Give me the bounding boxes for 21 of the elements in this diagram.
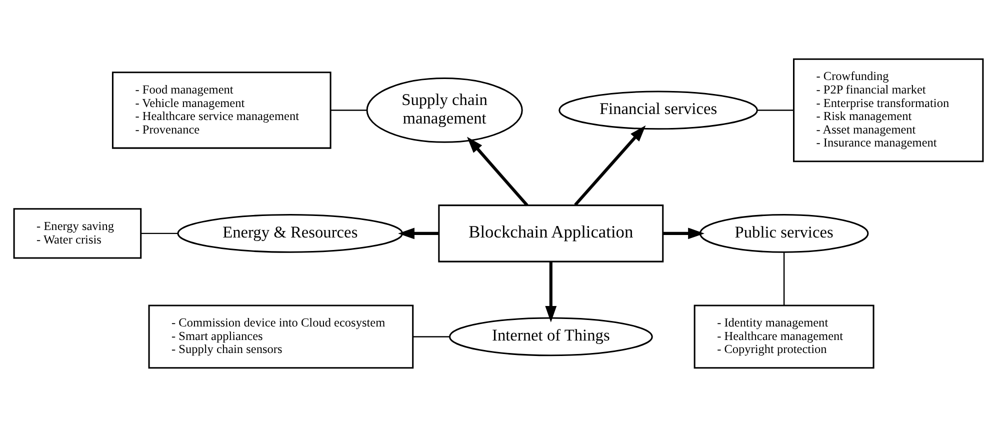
node-ellipse: Financial services — [558, 90, 758, 130]
node-box: - Identity management - Healthcare management - Copyright protection — [693, 304, 874, 369]
connector — [140, 232, 178, 234]
arrow — [662, 228, 704, 240]
arrow — [574, 125, 646, 206]
connector — [412, 336, 450, 338]
node-ellipse: Supply chain management — [366, 78, 522, 143]
node-ellipse: Internet of Things — [448, 317, 652, 356]
connector — [782, 252, 784, 306]
arrow — [398, 228, 438, 240]
node-box: - Crowfunding - P2P financial market - Enterprise transformation - Risk management - Asset management - Insurance management — [792, 58, 984, 162]
connector — [757, 110, 793, 111]
node-box: - Energy saving - Water crisis — [12, 208, 142, 259]
arrow — [544, 262, 556, 322]
node-ellipse: Public services — [698, 214, 868, 253]
connector — [330, 110, 366, 111]
node-ellipse: Energy & Resources — [176, 214, 403, 253]
node-box: - Commission device into Cloud ecosystem - Smart appliances - Supply chain sensors — [148, 304, 414, 369]
arrow — [466, 136, 528, 206]
node-box: Blockchain Application — [438, 204, 664, 262]
node-box: - Food management - Vehicle management - Healthcare service management - Provenance — [111, 72, 331, 149]
